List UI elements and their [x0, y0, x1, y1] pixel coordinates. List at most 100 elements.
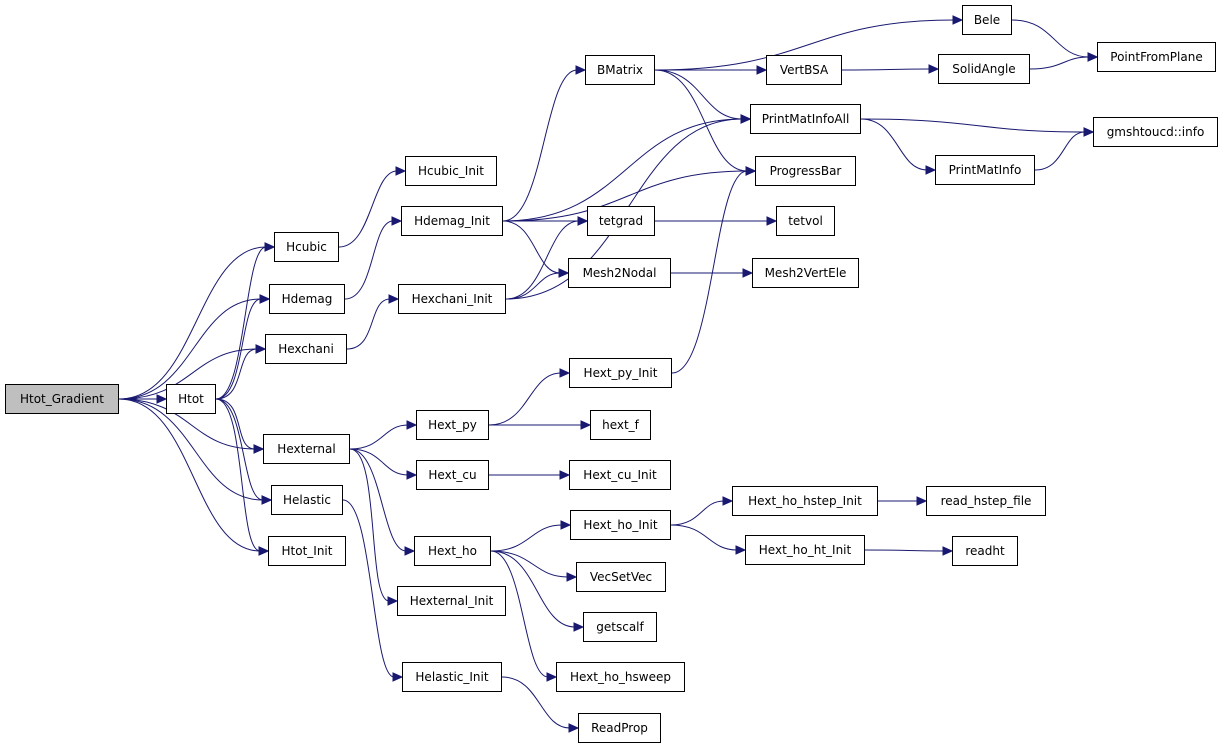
edge-hdemag-init-to-progressbar: [502, 170, 748, 222]
node-hcubic-init[interactable]: Hcubic_Init: [405, 156, 497, 186]
edge-hcubic-to-hcubic-init: [338, 170, 398, 248]
edge-hexchani-init-to-tetgrad: [505, 220, 580, 300]
arrowhead-hext-ho-to-vecsetvec: [566, 572, 578, 582]
node-hdemag[interactable]: Hdemag: [269, 284, 345, 314]
arrowhead-htot-to-hexternal: [253, 444, 265, 454]
node-hext-ho-ht-init[interactable]: Hext_ho_ht_Init: [745, 535, 865, 565]
arrowhead-hexternal-to-hext-py: [406, 420, 418, 430]
arrowhead-hext-py-to-hext-py-init: [559, 368, 571, 378]
node-helastic-init[interactable]: Helastic_Init: [402, 662, 502, 692]
node-printmatinfoall[interactable]: PrintMatInfoAll: [750, 104, 861, 134]
node-progressbar[interactable]: ProgressBar: [755, 156, 856, 186]
edge-helastic-init-to-readprop: [501, 676, 571, 729]
node-hext-cu-init[interactable]: Hext_cu_Init: [569, 460, 671, 490]
edge-hext-ho-init-to-hext-ho-hstep-init: [670, 500, 725, 526]
node-solidangle[interactable]: SolidAngle: [938, 54, 1030, 84]
arrowhead-hext-py-to-hext-f: [580, 420, 592, 430]
node-tetvol[interactable]: tetvol: [776, 206, 835, 236]
edge-htot-gradient-to-hdemag: [118, 298, 262, 400]
edge-hdemag-init-to-mesh2nodal: [502, 220, 561, 274]
edge-hdemag-init-to-printmatinfoall: [502, 118, 743, 222]
edge-htot-to-hdemag: [215, 298, 262, 400]
node-printmatinfo[interactable]: PrintMatInfo: [935, 155, 1035, 185]
arrowhead-hext-ho-ht-init-to-readht: [942, 546, 954, 556]
arrowhead-vertbsa-to-solidangle: [928, 64, 940, 74]
arrowhead-hext-ho-hstep-init-to-read-hstep-file: [916, 496, 928, 506]
edge-hext-ho-init-to-hext-ho-ht-init: [670, 524, 738, 551]
edge-hext-py-to-hext-py-init: [488, 372, 562, 426]
edge-printmatinfo-to-gmshtoucd-info: [1034, 131, 1086, 171]
arrowhead-htot-gradient-to-htot: [156, 394, 168, 404]
node-hexchani[interactable]: Hexchani: [265, 334, 347, 364]
arrowhead-hext-ho-init-to-hext-ho-hstep-init: [722, 496, 734, 506]
node-hext-ho-hsweep[interactable]: Hext_ho_hsweep: [556, 662, 685, 692]
node-hext-py-init[interactable]: Hext_py_Init: [569, 358, 672, 388]
edge-hexternal-to-hext-ho: [349, 448, 407, 552]
edge-hext-ho-ht-init-to-readht: [864, 549, 945, 552]
edge-hext-py-init-to-progressbar: [671, 170, 748, 374]
node-pointfromplane[interactable]: PointFromPlane: [1097, 42, 1216, 72]
arrowhead-htot-to-hdemag: [259, 294, 271, 304]
node-hexternal-init[interactable]: Hexternal_Init: [397, 586, 506, 616]
node-hexchani-init[interactable]: Hexchani_Init: [398, 284, 506, 314]
edge-bele-to-pointfromplane: [1011, 19, 1090, 58]
edge-solidangle-to-pointfromplane: [1029, 56, 1090, 70]
edge-bmatrix-to-progressbar: [654, 69, 748, 172]
edge-helastic-to-helastic-init: [342, 499, 395, 678]
node-mesh2vertele[interactable]: Mesh2VertEle: [752, 258, 859, 288]
node-htot-init[interactable]: Htot_Init: [268, 536, 346, 566]
node-helastic[interactable]: Helastic: [271, 485, 343, 515]
arrowhead-hext-ho-init-to-hext-ho-ht-init: [735, 545, 747, 555]
arrowhead-hext-ho-to-hext-ho-hsweep: [546, 672, 558, 682]
edge-htot-gradient-to-hexchani: [118, 348, 258, 400]
arrowhead-hexternal-to-hext-ho: [404, 546, 416, 556]
edge-htot-gradient-to-hexternal: [118, 398, 256, 450]
edge-printmatinfoall-to-gmshtoucd-info: [860, 118, 1086, 133]
node-hexternal[interactable]: Hexternal: [263, 434, 350, 464]
node-vertbsa[interactable]: VertBSA: [766, 55, 842, 85]
arrowhead-htot-to-hexchani: [255, 344, 267, 354]
node-mesh2nodal[interactable]: Mesh2Nodal: [568, 258, 671, 288]
node-vecsetvec[interactable]: VecSetVec: [576, 562, 666, 592]
node-hext-f[interactable]: hext_f: [590, 410, 651, 440]
arrowhead-tetgrad-to-tetvol: [766, 216, 778, 226]
arrowhead-helastic-init-to-readprop: [568, 723, 580, 733]
node-hext-py[interactable]: Hext_py: [416, 410, 489, 440]
edge-hdemag-init-to-bmatrix: [502, 69, 578, 222]
arrowhead-hcubic-to-hcubic-init: [395, 166, 407, 176]
node-bmatrix[interactable]: BMatrix: [585, 55, 655, 85]
edge-htot-gradient-to-htot-init: [118, 398, 261, 552]
node-readprop[interactable]: ReadProp: [578, 713, 661, 743]
node-tetgrad[interactable]: tetgrad: [587, 206, 655, 236]
arrowhead-htot-to-helastic: [261, 495, 273, 505]
edge-hext-ho-to-getscalf: [490, 550, 576, 628]
node-readht[interactable]: readht: [952, 536, 1018, 566]
node-bele[interactable]: Bele: [962, 5, 1012, 35]
arrowhead-bmatrix-to-printmatinfoall: [740, 114, 752, 124]
edge-printmatinfoall-to-printmatinfo: [860, 118, 928, 171]
edge-hext-ho-to-vecsetvec: [490, 550, 569, 578]
arrowhead-bmatrix-to-bele: [952, 15, 964, 25]
node-hext-ho-hstep-init[interactable]: Hext_ho_hstep_Init: [732, 486, 878, 516]
edge-htot-to-helastic: [215, 398, 264, 501]
node-hext-ho[interactable]: Hext_ho: [414, 536, 491, 566]
node-hcubic[interactable]: Hcubic: [274, 232, 339, 262]
node-getscalf[interactable]: getscalf: [583, 612, 657, 642]
node-gmshtoucd-info[interactable]: gmshtoucd::info: [1093, 117, 1218, 147]
arrowhead-solidangle-to-pointfromplane: [1087, 52, 1099, 62]
edge-htot-to-htot-init: [215, 398, 261, 552]
edge-hext-ho-to-hext-ho-hsweep: [490, 550, 549, 678]
edge-hexternal-to-hexternal-init: [349, 448, 390, 602]
node-hext-ho-init[interactable]: Hext_ho_Init: [570, 510, 671, 540]
arrowhead-printmatinfoall-to-printmatinfo: [925, 165, 937, 175]
arrowhead-helastic-to-helastic-init: [392, 672, 404, 682]
arrowhead-hexternal-to-hexternal-init: [387, 596, 399, 606]
arrowhead-hext-cu-to-hext-cu-init: [559, 470, 571, 480]
node-hdemag-init[interactable]: Hdemag_Init: [401, 206, 503, 236]
node-htot[interactable]: Htot: [166, 384, 216, 414]
node-read-hstep-file[interactable]: read_hstep_file: [926, 486, 1046, 516]
node-hext-cu[interactable]: Hext_cu: [416, 460, 489, 490]
edge-hexternal-to-hext-cu: [349, 448, 409, 476]
